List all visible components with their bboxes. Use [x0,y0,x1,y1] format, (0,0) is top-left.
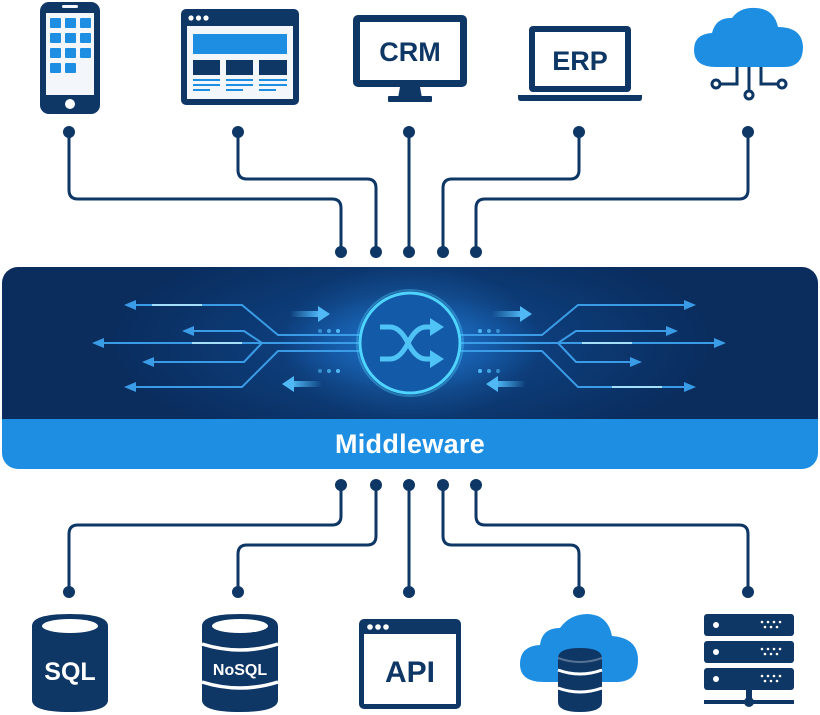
nosql-label: NoSQL [213,662,267,679]
connector-node [370,479,382,491]
laptop-icon: ERP [518,26,642,101]
connector-node [232,126,244,138]
bottom-system-nosql-database[interactable]: NoSQL [200,612,280,714]
connector-node [335,479,347,491]
smartphone-icon [40,2,100,114]
connector-node [403,586,415,598]
connector-node [63,126,75,138]
connector-sql [67,483,343,592]
top-system-crm[interactable]: CRM [352,14,468,106]
shuffle-hub [356,289,464,397]
top-system-cloud-services[interactable] [690,5,808,105]
top-system-web-app[interactable] [180,8,300,106]
middleware-data-flow-panel [2,267,818,419]
connector-node [470,246,482,258]
connector-cloud [474,130,750,253]
connector-node [232,586,244,598]
database-icon: SQL [32,614,108,712]
connector-mobile [67,130,343,253]
cloud-database-icon [520,614,638,712]
connector-node [403,246,415,258]
connector-node [470,479,482,491]
connector-node [403,126,415,138]
shuffle-icon [380,324,432,362]
connector-node [742,586,754,598]
bottom-system-server[interactable] [702,612,796,710]
connector-node [437,246,449,258]
connector-clouddb [441,483,581,592]
connector-node [335,246,347,258]
left-arrowheads [92,300,194,392]
connector-node [370,246,382,258]
bottom-system-api[interactable]: API [358,618,462,710]
bottom-system-sql-database[interactable]: SQL [30,612,110,714]
connector-node [437,479,449,491]
connector-nosql [236,483,378,592]
connector-server [474,483,750,592]
cloud-network-icon [694,7,803,101]
connector-node [403,479,415,491]
browser-window-icon [181,9,299,105]
connector-node [742,126,754,138]
flow-arrows [282,306,532,392]
connector-web [236,130,378,253]
sql-label: SQL [44,658,95,686]
top-system-mobile-app[interactable] [38,0,102,116]
crm-label: CRM [379,37,441,67]
middleware-bar: Middleware [2,267,818,469]
api-label: API [385,656,435,689]
server-rack-icon [704,614,794,707]
right-arrowheads [630,300,726,392]
browser-window-icon: API [359,619,461,709]
flow-dots [318,329,500,373]
bottom-system-cloud-database[interactable] [518,610,642,715]
database-stack-icon: NoSQL [201,614,279,712]
connector-node [573,126,585,138]
desktop-monitor-icon: CRM [353,15,467,102]
top-system-erp[interactable]: ERP [518,25,642,103]
erp-label: ERP [552,46,608,76]
middleware-label: Middleware [334,428,486,459]
connector-node [63,586,75,598]
connector-node [573,586,585,598]
connector-erp [441,130,581,253]
middleware-label-band: Middleware [2,419,818,469]
